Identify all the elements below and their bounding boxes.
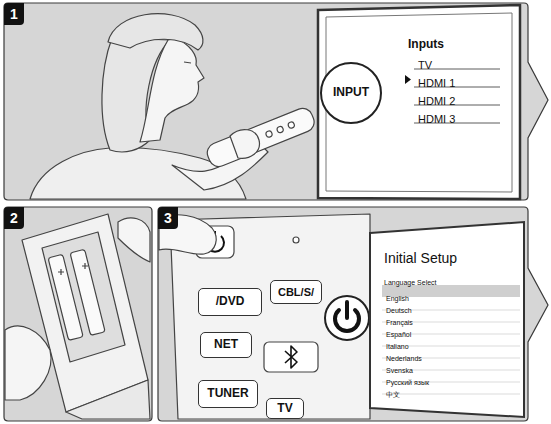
power-callout	[325, 296, 369, 340]
text-holder: Español	[386, 323, 411, 341]
step-panel: 3/DVD CBL/S/NET TUNER TV Initial SetupLangua…	[158, 207, 528, 421]
menu-heading: Inputs	[408, 37, 444, 51]
hair-top	[108, 14, 203, 50]
text-holder: TV	[418, 55, 432, 73]
step-badge: 3	[158, 207, 178, 229]
text-holder: HDMI 3	[418, 109, 455, 127]
setup-subtitle: Language Select	[384, 279, 437, 286]
option-dividers	[382, 310, 520, 394]
button-label: TUNER	[207, 387, 248, 401]
option-divider	[382, 394, 520, 395]
panel-shape	[4, 3, 548, 200]
text-holder: Italiano	[386, 335, 409, 353]
language-option: 中文	[386, 391, 400, 398]
menu-pointer	[405, 75, 411, 84]
text-holder: Deutsch	[386, 299, 412, 317]
woman-figure	[30, 14, 317, 199]
panel-shape	[4, 207, 152, 421]
bluetooth-button	[264, 342, 318, 372]
step-number: 3	[164, 210, 172, 226]
menu-item: TV	[418, 59, 432, 71]
face	[140, 38, 204, 142]
battery-lid	[66, 380, 150, 419]
bluetooth-icon	[285, 346, 297, 368]
text-holder: Nederlands	[386, 347, 422, 365]
remote-button	[287, 121, 295, 129]
language-option: Русский язык	[386, 379, 429, 386]
text-holder: 中文	[386, 383, 400, 401]
text-holder: Inputs	[408, 34, 444, 52]
language-option: English	[386, 295, 409, 302]
text-holder: Language Select	[384, 271, 437, 289]
button-label: CBL/S/	[278, 286, 314, 299]
remote-button: NET	[200, 332, 252, 358]
battery-compartment	[42, 232, 125, 362]
polarity-mark	[58, 263, 88, 275]
menu-item: HDMI 3	[418, 113, 455, 125]
tv-bezel	[318, 5, 520, 199]
remote-batteries	[5, 214, 150, 419]
step-number: 1	[10, 6, 18, 22]
step-panel: 1InputsTV HDMI 1 HDMI 2 HDMI 3 INPUT	[4, 3, 528, 200]
text-holder: Initial Setup	[384, 249, 457, 267]
hand	[118, 218, 150, 262]
hand	[230, 130, 259, 159]
menu-item: HDMI 1	[418, 77, 455, 89]
language-option: Français	[386, 319, 413, 326]
text-holder: Русский язык	[386, 371, 429, 389]
step-panel: 2	[4, 207, 152, 421]
battery	[70, 249, 105, 335]
callout-text: INPUT	[333, 86, 369, 100]
power-icon	[335, 302, 359, 331]
language-option: Nederlands	[386, 355, 422, 362]
remote-button: /DVD	[198, 288, 262, 316]
button-label: NET	[214, 338, 238, 352]
hand	[5, 326, 51, 400]
step-badge: 1	[4, 3, 24, 25]
remote-button: TV	[266, 398, 304, 419]
remote-front	[159, 214, 370, 419]
remote-button	[276, 126, 284, 134]
step-number: 2	[10, 210, 18, 226]
text-holder: Français	[386, 311, 413, 329]
menu-item: HDMI 2	[418, 95, 455, 107]
remote-button	[265, 130, 273, 138]
language-option: Español	[386, 331, 411, 338]
text-holder: Svenska	[386, 359, 413, 377]
language-option: Italiano	[386, 343, 409, 350]
remote-button: CBL/S/	[270, 280, 322, 304]
step-badge: 2	[4, 207, 24, 229]
text-holder: English	[386, 287, 409, 305]
button-label: TV	[277, 402, 292, 416]
remote-button: TUNER	[198, 380, 258, 408]
text-holder: HDMI 2	[418, 91, 455, 109]
panel-shape	[158, 207, 548, 421]
setup-screen	[370, 222, 524, 417]
setup-title: Initial Setup	[384, 250, 457, 266]
language-option: Deutsch	[386, 307, 412, 314]
language-option: Svenska	[386, 367, 413, 374]
input-callout: INPUT	[320, 62, 382, 124]
button-label: /DVD	[216, 295, 245, 309]
setup-menu: Initial SetupLanguage SelectEnglishDeuts…	[372, 228, 522, 414]
text-holder: HDMI 1	[418, 73, 455, 91]
eye	[184, 62, 191, 63]
indicator-led	[293, 237, 299, 243]
remote-body	[204, 105, 317, 169]
